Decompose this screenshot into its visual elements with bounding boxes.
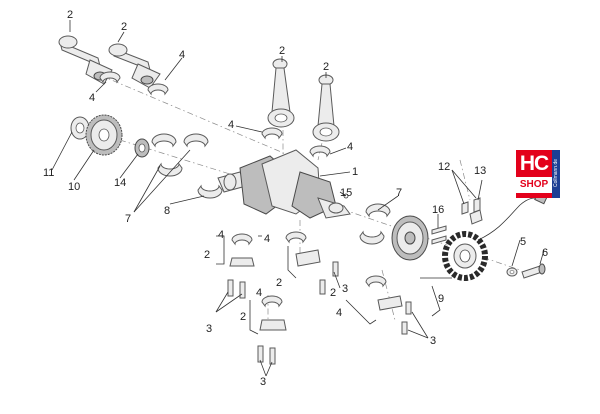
callout-2-g: 2 — [240, 311, 246, 323]
crankcase-bolts — [227, 261, 412, 365]
callout-14: 14 — [114, 177, 126, 189]
logo-red-panel: HC SHOP — [516, 150, 552, 198]
flywheel-rotor — [391, 215, 429, 261]
logo-shop-text: SHOP — [516, 177, 552, 193]
seal-ring — [134, 138, 150, 158]
callout-10: 10 — [68, 181, 80, 193]
small-bolts — [431, 197, 481, 245]
callout-4-e: 4 — [218, 229, 224, 241]
logo-side-text: Collmann.de — [553, 158, 559, 188]
leader-lines — [51, 20, 545, 377]
rod-bearing-shells-center — [261, 127, 331, 158]
callout-3-d: 3 — [260, 376, 266, 388]
callout-13: 13 — [474, 165, 486, 177]
callout-4-b: 4 — [89, 92, 95, 104]
group-brackets — [216, 235, 452, 335]
callout-2-f: 2 — [276, 277, 282, 289]
logo-side-strip: Collmann.de — [552, 150, 560, 198]
callout-2-a: 2 — [67, 9, 73, 21]
callout-2-c: 2 — [279, 45, 285, 57]
hc-shop-logo: HC SHOP Collmann.de — [516, 150, 560, 198]
stator — [442, 231, 488, 281]
callout-3-c: 3 — [430, 335, 436, 347]
main-bearing-shells-left — [151, 133, 223, 199]
callout-9: 9 — [438, 293, 444, 305]
connecting-rod-center-1 — [267, 58, 295, 128]
callout-4-g: 4 — [256, 287, 262, 299]
connecting-rod-center-2 — [312, 74, 340, 142]
callout-2-h: 2 — [330, 287, 336, 299]
callout-3-a: 3 — [342, 283, 348, 295]
callout-3-b: 3 — [206, 323, 212, 335]
callout-5: 5 — [520, 236, 526, 248]
callout-6: 6 — [542, 247, 548, 259]
callout-2-b: 2 — [121, 21, 127, 33]
logo-brand-text: HC — [519, 152, 549, 175]
callout-2-d: 2 — [323, 61, 329, 73]
callout-4-d: 4 — [347, 141, 353, 153]
callout-7-a: 7 — [125, 213, 131, 225]
callout-11: 11 — [43, 167, 54, 179]
pickup-cable — [469, 191, 548, 241]
callout-4-h: 4 — [336, 307, 342, 319]
callout-4-a: 4 — [179, 49, 185, 61]
callout-7-b: 7 — [396, 187, 402, 199]
connecting-rod-left-2 — [108, 43, 161, 89]
callout-15: 15 — [340, 187, 352, 199]
callout-4-c: 4 — [228, 119, 234, 131]
rotor-bolt — [521, 263, 546, 279]
bearing-shells-top-left — [99, 71, 169, 96]
callout-4-f: 4 — [264, 233, 270, 245]
callout-1: 1 — [352, 166, 358, 178]
callout-12: 12 — [438, 161, 450, 173]
callout-8: 8 — [164, 205, 170, 217]
crankshaft — [217, 149, 351, 219]
bearing-caps-lower — [229, 231, 403, 331]
callout-16: 16 — [432, 204, 444, 216]
callout-labels: 2 2 4 4 2 2 4 4 1 15 11 10 14 7 8 7 12 1… — [43, 9, 548, 388]
timing-gear — [70, 114, 123, 156]
washer — [506, 267, 518, 277]
callout-2-e: 2 — [204, 249, 210, 261]
